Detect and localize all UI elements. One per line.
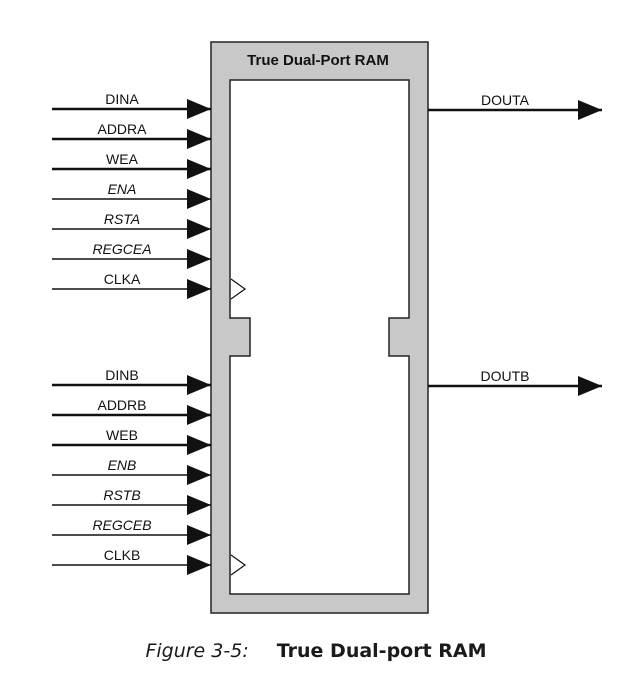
clock-a-marker (230, 278, 247, 300)
clkb-label: CLKB (104, 547, 141, 563)
port-a-inputs: DINA ADDRA WEA ENA RSTA REGCEA CLKA (52, 91, 211, 299)
caption-title: True Dual-port RAM (276, 640, 487, 662)
rstb-signal: RSTB (52, 487, 211, 515)
caption-number: Figure 3-5: (145, 640, 249, 662)
regcea-label: REGCEA (92, 241, 151, 257)
rstb-label: RSTB (103, 487, 140, 503)
regcea-signal: REGCEA (52, 241, 211, 269)
dinb-signal: DINB (52, 367, 211, 395)
web-label: WEB (106, 427, 138, 443)
addrb-label: ADDRB (97, 397, 146, 413)
clka-label: CLKA (104, 271, 141, 287)
true-dual-port-ram-diagram: True Dual-Port RAM DINA ADDRA WEA ENA RSTA RE… (52, 41, 602, 614)
regceb-signal: REGCEB (52, 517, 211, 545)
clkb-signal: CLKB (52, 547, 211, 575)
block-title: True Dual-Port RAM (247, 52, 389, 69)
addra-label: ADDRA (97, 121, 147, 137)
dinb-label: DINB (105, 367, 138, 383)
addra-signal: ADDRA (52, 121, 211, 149)
wea-label: WEA (106, 151, 139, 167)
dina-signal: DINA (52, 91, 211, 119)
enb-label: ENB (108, 457, 137, 473)
douta-label: DOUTA (481, 92, 530, 108)
doutb-signal: DOUTB (428, 368, 602, 396)
wea-signal: WEA (52, 151, 211, 179)
ena-signal: ENA (52, 181, 211, 209)
douta-signal: DOUTA (428, 92, 602, 120)
doutb-label: DOUTB (481, 368, 530, 384)
addrb-signal: ADDRB (52, 397, 211, 425)
enb-signal: ENB (52, 457, 211, 485)
clka-signal: CLKA (52, 271, 211, 299)
regceb-label: REGCEB (92, 517, 151, 533)
ena-label: ENA (108, 181, 137, 197)
web-signal: WEB (52, 427, 211, 455)
ram-block-body (229, 79, 410, 595)
rsta-label: RSTA (104, 211, 140, 227)
dina-label: DINA (105, 91, 139, 107)
port-b-inputs: DINB ADDRB WEB ENB RSTB REGCEB CLKB (52, 367, 211, 575)
figure-caption: Figure 3-5: True Dual-port RAM (0, 640, 632, 662)
clock-b-marker (230, 554, 247, 576)
rsta-signal: RSTA (52, 211, 211, 239)
